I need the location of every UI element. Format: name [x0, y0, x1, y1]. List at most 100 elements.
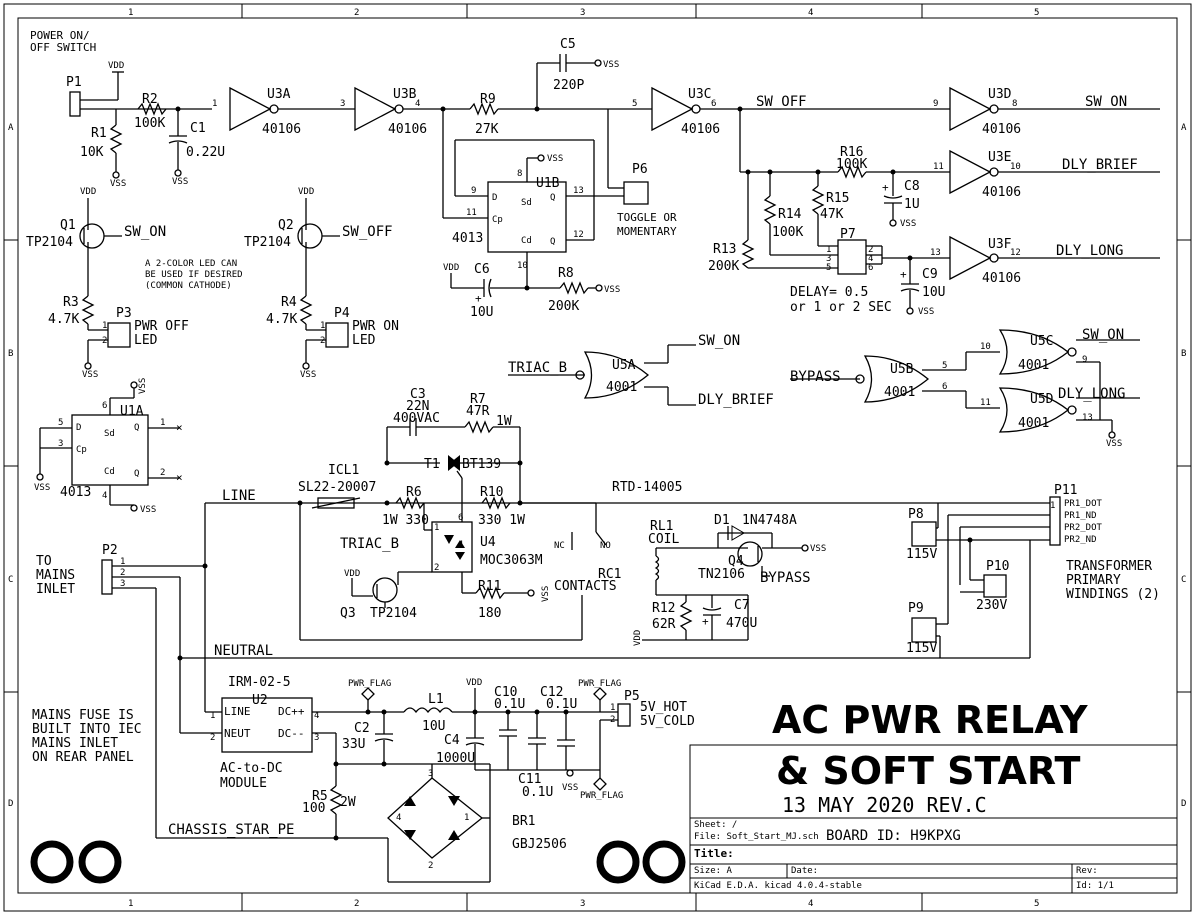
mounting-hole [30, 840, 74, 884]
U5A-part: 4001 [606, 380, 637, 395]
power-switch-section: POWER ON/ OFF SWITCH P1 VDD VSS R1 10K R… [30, 29, 1160, 189]
vdd-label: VDD [443, 263, 459, 273]
vss-label: VSS [172, 177, 188, 187]
C8-value: 1U [904, 197, 920, 212]
vss-label: VSS [547, 154, 563, 164]
U2-pin-neut: NEUT [224, 727, 251, 740]
R4-value: 4.7K [266, 312, 297, 327]
note-transformer: TRANSFORMER [1066, 559, 1152, 574]
U3B-part: 40106 [388, 122, 427, 137]
note-fuse: MAINS FUSE IS [32, 708, 134, 723]
svg-text:10: 10 [1010, 162, 1021, 172]
title-line-1: AC PWR RELAY [772, 698, 1088, 742]
C7-ref: C7 [734, 598, 750, 613]
svg-text:9: 9 [1082, 355, 1087, 365]
ICL1-ref: ICL1 [328, 463, 359, 478]
triac-section: C3 22N 400VAC R7 47R 1W T1 BT139 LINE IC… [205, 387, 826, 646]
svg-text:2: 2 [868, 245, 873, 255]
T1-ref: T1 [424, 457, 440, 472]
row-label: B [8, 349, 13, 359]
R12-ref: R12 [652, 601, 675, 616]
BR1-ref: BR1 [512, 814, 535, 829]
U3E-ref: U3E [988, 150, 1011, 165]
P10-value: 230V [976, 598, 1007, 613]
svg-text:2: 2 [428, 861, 433, 871]
net-neutral: NEUTRAL [214, 643, 273, 659]
svg-text:2: 2 [610, 715, 615, 725]
U3A-ref: U3A [267, 87, 291, 102]
vss-label: VSS [300, 370, 316, 380]
pwr-flag-label: PWR_FLAG [580, 791, 623, 801]
C9-value: 10U [922, 285, 945, 300]
note-led: (COMMON CATHODE) [145, 281, 232, 291]
vss-label: VSS [541, 586, 551, 602]
svg-text:1: 1 [160, 418, 165, 428]
U3E-part: 40106 [982, 185, 1021, 200]
svg-text:D: D [492, 193, 497, 203]
R15-value: 47K [820, 207, 844, 222]
R4-ref: R4 [281, 295, 297, 310]
R13-ref: R13 [713, 242, 736, 257]
U2-ref: U2 [252, 693, 268, 708]
drawing-frame: 1 2 3 4 5 1 2 3 4 5 A B C D A B C D [3, 3, 1192, 912]
R15-ref: R15 [826, 191, 849, 206]
C4-value: 1000U [436, 751, 475, 766]
note-module: MODULE [220, 776, 267, 791]
row-label: C [8, 575, 13, 585]
note-delay: or 1 or 2 SEC [790, 300, 892, 315]
R1-ref: R1 [91, 126, 107, 141]
R7-watt: 1W [496, 414, 512, 429]
u5-logic: TRIAC_B U5A 4001 SW_ON DLY_BRIEF BYPASS … [508, 327, 1140, 449]
C4-ref: C4 [444, 733, 460, 748]
svg-text:3: 3 [340, 99, 345, 109]
svg-text:9: 9 [933, 99, 938, 109]
col-label: 4 [808, 899, 813, 909]
P11-pin: PR2_DOT [1064, 523, 1103, 533]
vss-label: VSS [810, 544, 826, 554]
P11-pin: PR1_ND [1064, 511, 1097, 521]
P4-label: LED [352, 333, 376, 348]
R9-value: 27K [475, 122, 499, 137]
P10-ref: P10 [986, 559, 1009, 574]
P3-label: LED [134, 333, 158, 348]
U5C-ref: U5C [1030, 334, 1053, 349]
U4-value: MOC3063M [480, 553, 543, 568]
net-sw-on-u5c: SW_ON [1082, 327, 1124, 343]
C5-ref: C5 [560, 37, 576, 52]
U3F-part: 40106 [982, 271, 1021, 286]
size-label: Size: A [694, 866, 733, 876]
RC1-ref: RC1 [598, 567, 621, 582]
RC1-no: NO [600, 541, 611, 551]
R8-value: 200K [548, 299, 579, 314]
svg-text:+: + [475, 292, 482, 305]
R1-value: 10K [80, 145, 104, 160]
svg-text:11: 11 [980, 398, 991, 408]
RC1-nc: NC [554, 541, 565, 551]
col-label: 2 [354, 8, 359, 18]
Q4-ref: Q4 [728, 554, 744, 569]
C3-value: 22N [406, 399, 429, 414]
ICL1-value: SL22-20007 [298, 480, 376, 495]
R7-ref: R7 [470, 392, 486, 407]
svg-text:2: 2 [102, 336, 107, 346]
svg-text:1: 1 [212, 99, 217, 109]
L1-value: 10U [422, 719, 445, 734]
R2-value: 100K [134, 116, 165, 131]
vss-label: VSS [604, 285, 620, 295]
vdd-label: VDD [298, 187, 314, 197]
Q3-part: TP2104 [370, 606, 417, 621]
svg-text:Sd: Sd [521, 198, 532, 208]
U3D-part: 40106 [982, 122, 1021, 137]
note-fuse: ON REAR PANEL [32, 750, 134, 765]
net-dly-brief: DLY_BRIEF [1062, 157, 1138, 173]
svg-text:1: 1 [1050, 501, 1055, 511]
R16-ref: R16 [840, 145, 863, 160]
P8-value: 115V [906, 547, 937, 562]
R8-ref: R8 [558, 266, 574, 281]
svg-text:13: 13 [930, 248, 941, 258]
R13-value: 200K [708, 259, 739, 274]
P2-ref: P2 [102, 543, 118, 558]
svg-text:+: + [900, 268, 907, 281]
U4-ref: U4 [480, 535, 496, 550]
note-led: BE USED IF DESIRED [145, 270, 243, 280]
